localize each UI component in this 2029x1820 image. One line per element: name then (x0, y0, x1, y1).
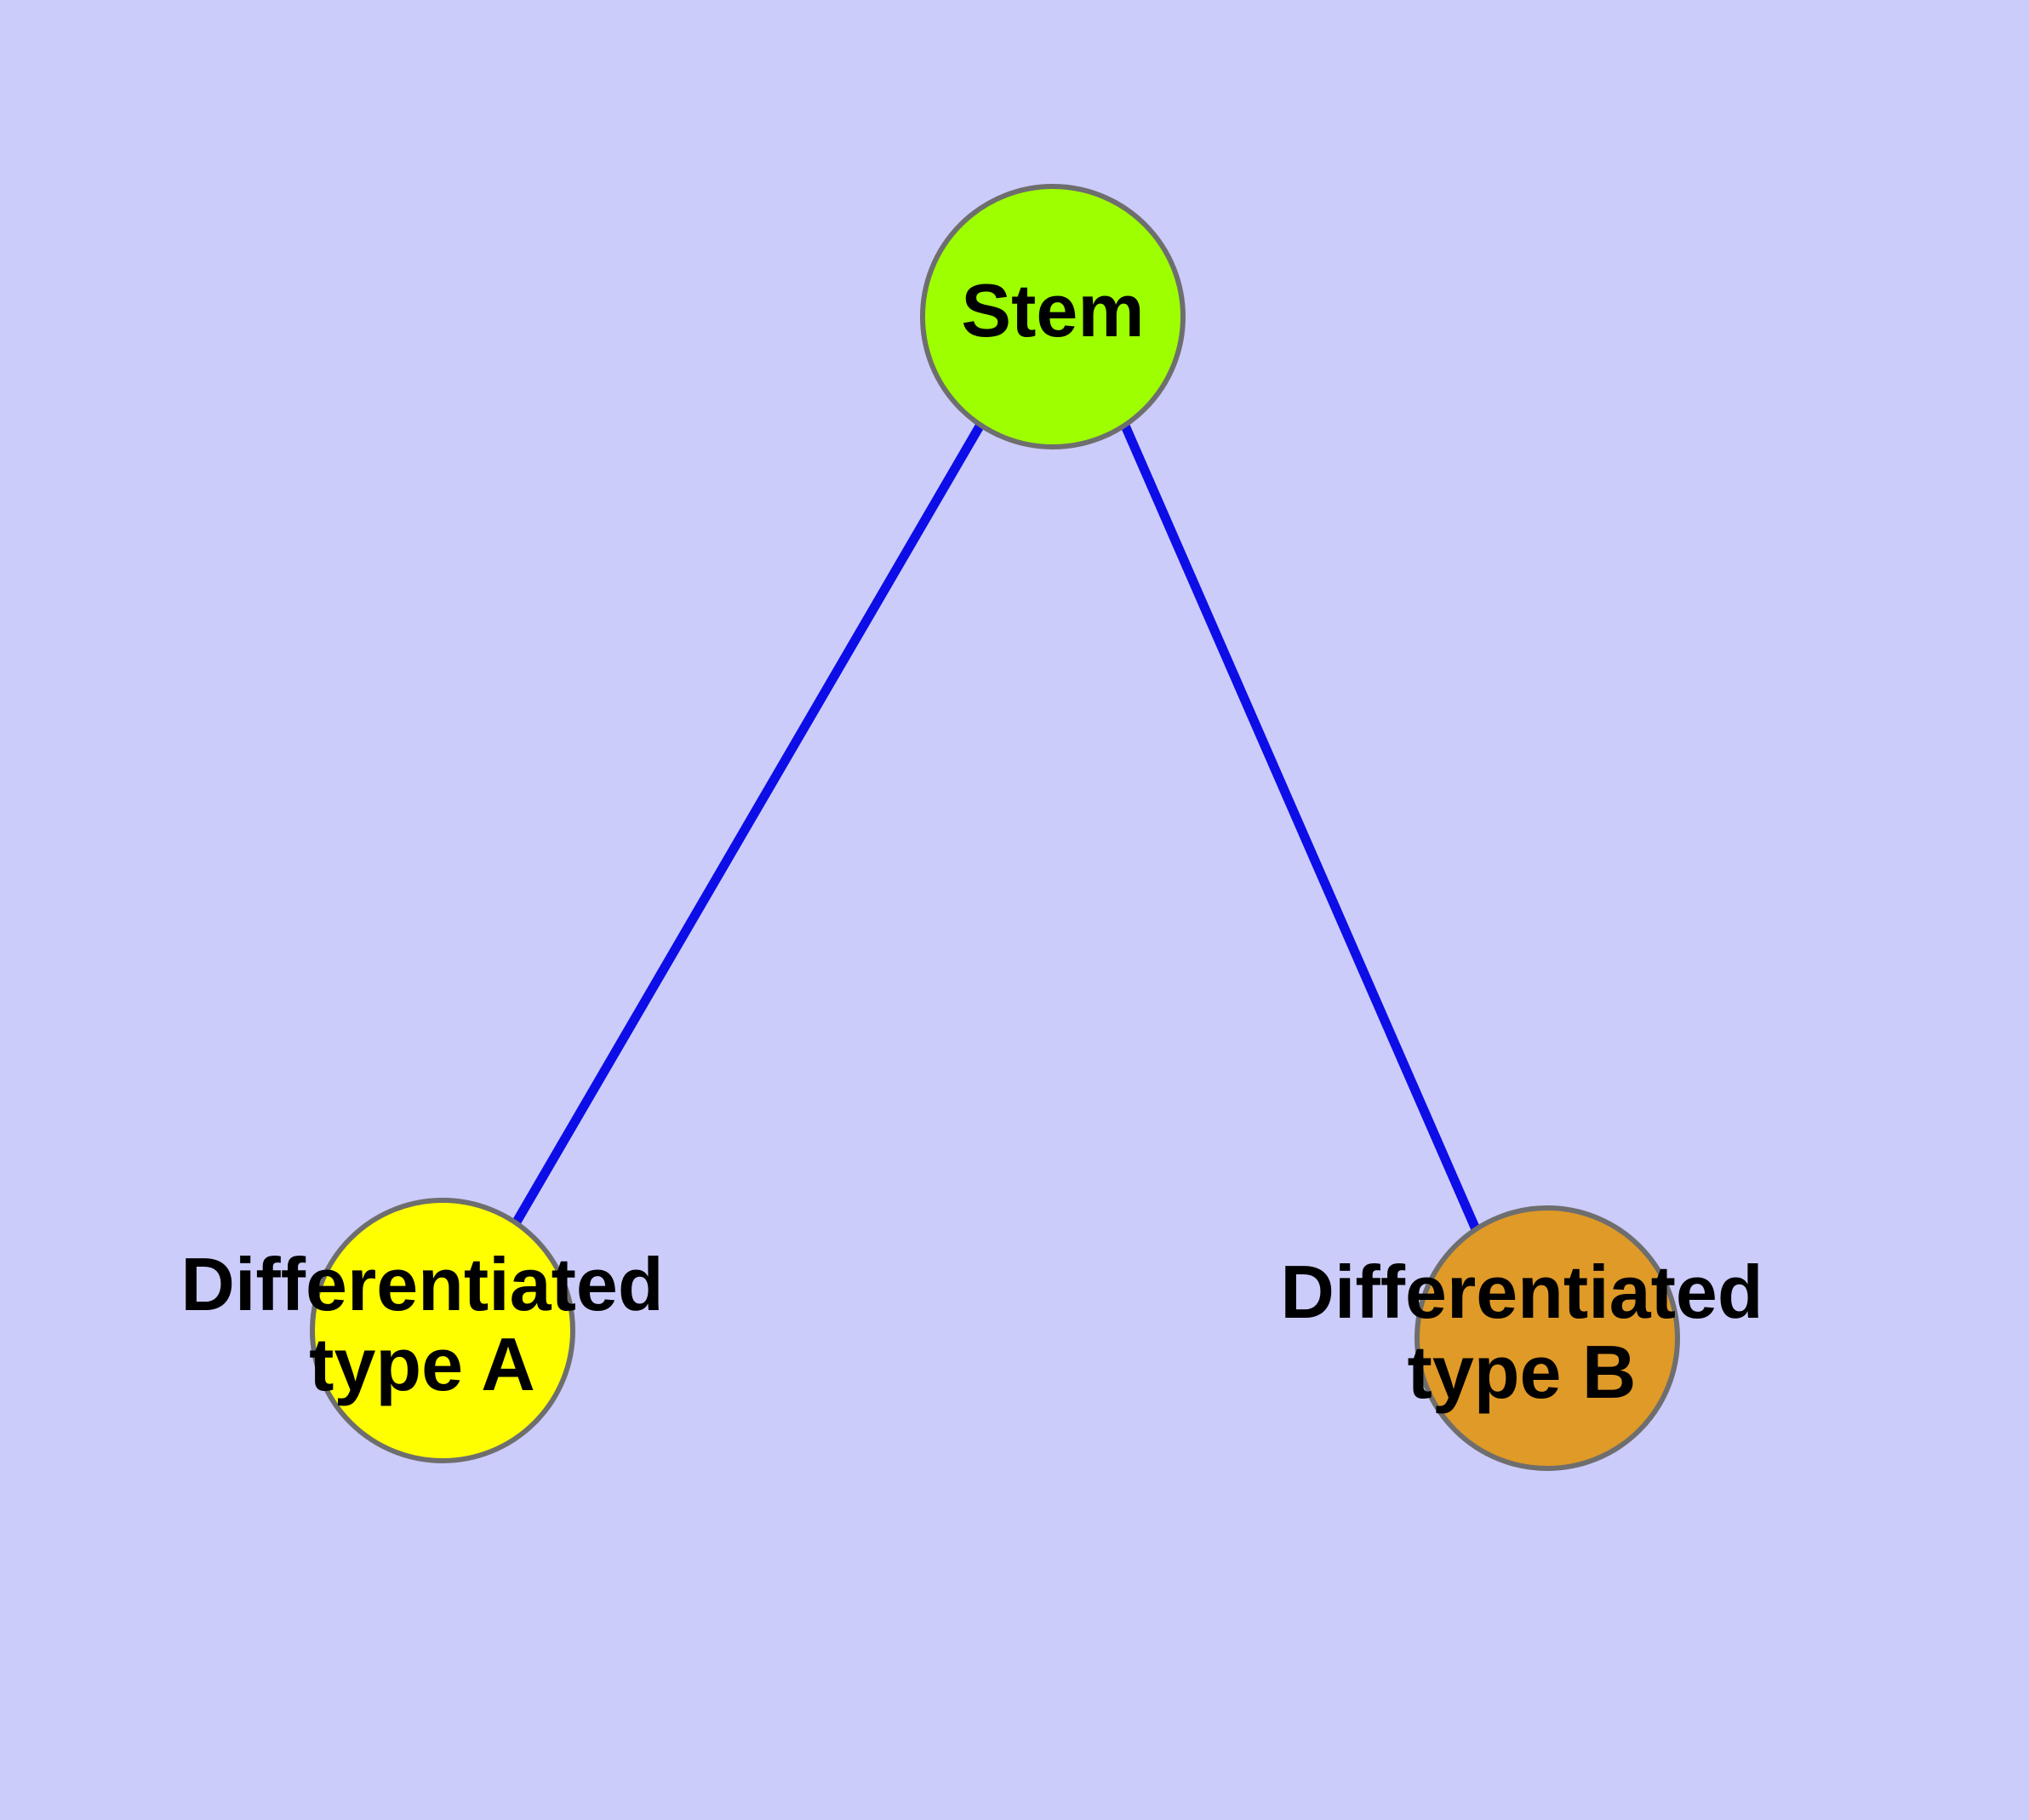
node-stem[interactable] (920, 184, 1186, 449)
edge-layer (512, 422, 1481, 1232)
node-label-line: type B (1408, 1330, 1637, 1414)
edge-stem-to-differentiated-type-a (512, 422, 985, 1226)
node-label-line: Differentiated (180, 1242, 663, 1326)
node-differentiated-type-b-circle[interactable] (1415, 1205, 1680, 1471)
node-differentiated-type-b[interactable] (1415, 1205, 1680, 1471)
node-label-line: Stem (961, 268, 1144, 352)
node-label-line: type A (309, 1322, 535, 1406)
node-layer (310, 184, 1680, 1471)
edge-stem-to-differentiated-type-b (1120, 423, 1481, 1232)
node-stem-circle[interactable] (920, 184, 1186, 449)
node-differentiated-type-a-circle[interactable] (310, 1198, 575, 1463)
node-label-line: Differentiated (1280, 1250, 1763, 1334)
node-differentiated-type-a[interactable] (310, 1198, 575, 1463)
node-stem-label: Stem (961, 268, 1144, 352)
